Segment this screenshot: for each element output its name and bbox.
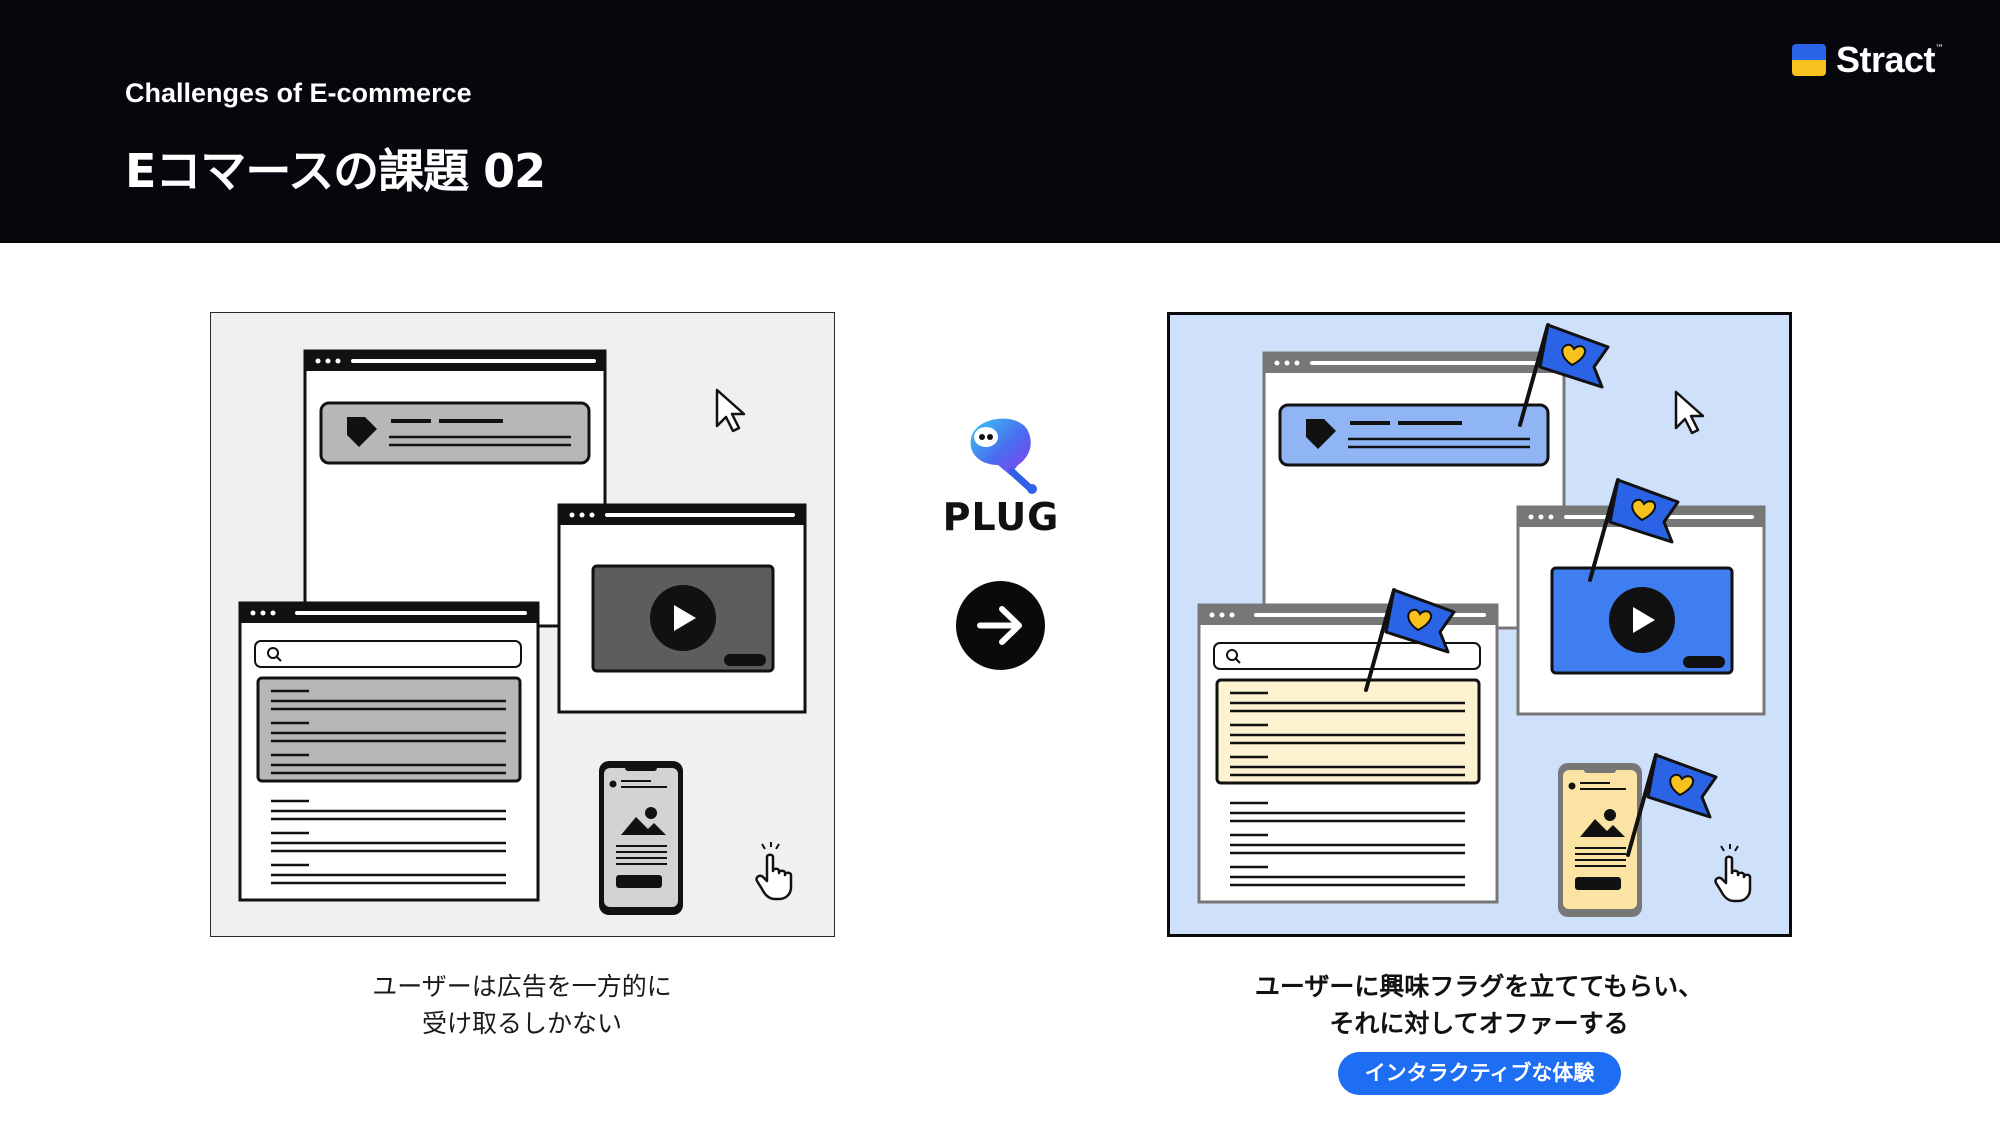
play-icon	[1633, 607, 1655, 633]
interest-flag-icon	[1588, 478, 1680, 582]
plug-logo: PLUG	[920, 395, 1082, 557]
image-icon	[621, 817, 666, 835]
interest-flag-icon	[1626, 753, 1718, 857]
smartphone	[599, 761, 683, 915]
logo-trademark: ™	[1935, 44, 1945, 54]
interest-flag-icon	[1518, 323, 1610, 427]
browser-window-list	[238, 601, 540, 902]
browser-window-list	[1197, 603, 1499, 904]
interest-flag-icon	[1364, 588, 1456, 692]
cursor-arrow-icon	[1674, 390, 1705, 435]
left-caption: ユーザーは広告を一方的に 受け取るしかない	[172, 968, 872, 1042]
section-subtitle: Challenges of E-commerce	[125, 78, 472, 108]
right-caption-line1: ユーザーに興味フラグを立ててもらい、	[1254, 972, 1704, 1001]
price-tag-icon	[1306, 419, 1336, 449]
left-caption-line1: ユーザーは広告を一方的に	[372, 972, 672, 1001]
interactive-experience-svg	[1197, 323, 1766, 917]
interactive-experience-badge: インタラクティブな体験	[1338, 1052, 1621, 1095]
right-caption: ユーザーに興味フラグを立ててもらい、 それに対してオファーする	[1129, 968, 1829, 1042]
browser-window-ad	[303, 349, 607, 628]
play-icon	[674, 605, 696, 631]
stract-logo: Stract ™	[1792, 39, 1945, 80]
search-icon	[1226, 649, 1238, 661]
interactive-experience-illustration	[1167, 312, 1792, 937]
logo-wordmark: Stract	[1836, 39, 1936, 80]
smartphone	[1558, 763, 1642, 917]
traditional-ads-illustration	[210, 312, 835, 937]
right-caption-line2: それに対してオファーする	[1329, 1009, 1629, 1038]
browser-window-video	[557, 503, 807, 714]
plug-wordmark: PLUG	[942, 495, 1060, 539]
browser-window-ad	[1262, 351, 1566, 630]
header-bar: Challenges of E-commerce Eコマースの課題 02 Str…	[0, 0, 2000, 243]
stract-logo-icon	[1792, 44, 1826, 76]
hand-cursor-icon	[1714, 844, 1752, 903]
hand-cursor-icon	[755, 842, 793, 901]
plug-mascot-icon	[970, 418, 1037, 494]
search-icon	[267, 647, 279, 659]
page-title: Eコマースの課題 02	[125, 144, 546, 198]
arrow-right-icon	[956, 581, 1045, 670]
image-icon	[1580, 819, 1625, 837]
cursor-arrow-icon	[715, 388, 746, 433]
left-caption-line2: 受け取るしかない	[421, 1009, 622, 1038]
traditional-ads-svg	[238, 349, 807, 915]
price-tag-icon	[347, 417, 377, 447]
browser-window-video	[1516, 505, 1766, 716]
